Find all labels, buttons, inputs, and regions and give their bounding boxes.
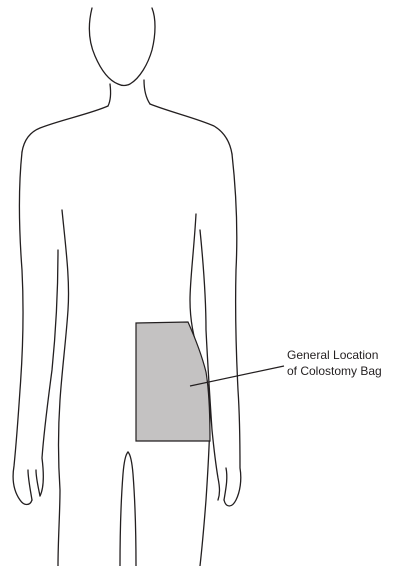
- left-arm-outer: [13, 152, 32, 505]
- inner-leg-left: [120, 452, 128, 566]
- right-arm-outer: [224, 154, 241, 506]
- right-hand: [224, 468, 227, 500]
- annotation-line-1: General Location: [287, 347, 382, 363]
- neck-left: [108, 84, 111, 106]
- torso-left: [58, 210, 69, 566]
- annotation-line-2: of Colostomy Bag: [287, 363, 382, 379]
- neck-right: [144, 80, 150, 104]
- inner-leg-right: [128, 452, 136, 566]
- left-hand: [28, 470, 40, 500]
- colostomy-bag-region: [136, 322, 210, 441]
- shoulder-right: [150, 104, 232, 154]
- left-arm-inner: [40, 250, 58, 496]
- annotation-label: General Location of Colostomy Bag: [287, 347, 382, 379]
- shoulder-left: [22, 106, 108, 152]
- head-outline: [89, 8, 155, 86]
